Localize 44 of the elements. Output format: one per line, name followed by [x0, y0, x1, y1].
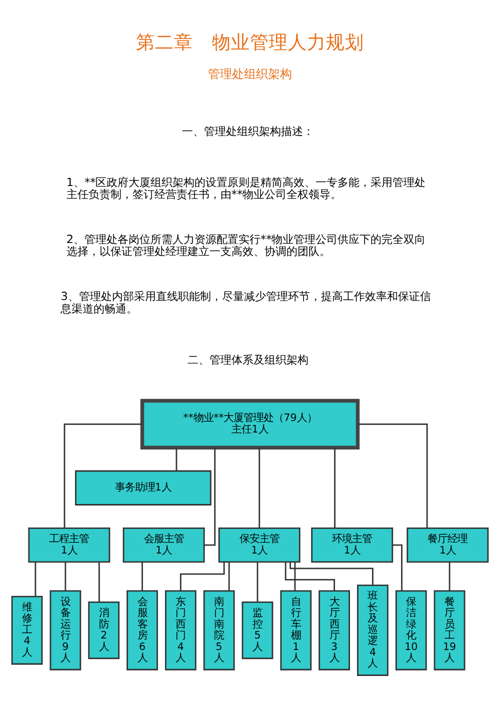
connector — [284, 562, 336, 591]
node-box: 班长及巡逻4人 — [357, 584, 388, 676]
node-box: 餐厅员工19人 — [434, 590, 466, 670]
node-box: 消防2人 — [88, 601, 120, 660]
label: 二、管理体系及组织架构 — [188, 353, 309, 366]
node-box: 设备运行9人 — [50, 590, 82, 670]
connector — [142, 562, 143, 591]
connector — [392, 544, 402, 591]
label: 管理处组织架构 — [208, 66, 292, 81]
label: 1、**区政府大厦组织架构的设置原则是精简高效、一专多能，采用管理处主任负责制，签订经营责任书，由**物业公司全权领导。 — [66, 176, 426, 202]
node-box: 维修工4人 — [11, 596, 43, 665]
node-box: 事务助理1人 — [75, 470, 212, 506]
connector — [176, 448, 178, 471]
node-box: 保安主管 1人 — [218, 527, 300, 563]
node-box: 东门西门4人 — [164, 590, 196, 670]
diagram-title: 第二章 物业管理人力规划 — [136, 32, 364, 54]
connector — [64, 562, 66, 591]
connector — [334, 448, 336, 528]
connector — [228, 562, 230, 591]
connector — [448, 562, 450, 591]
node-box: 餐厅经理 1人 — [406, 527, 489, 563]
connector — [204, 448, 216, 546]
node-box: 监控5人 — [242, 601, 274, 660]
node-box: 自行车棚1人 — [280, 590, 312, 670]
connector — [358, 423, 428, 528]
label: 2、管理处各岗位所需人力资源配置实行**物业管理公司供应下的完全双向选择，以保证管理处经理建立一支高效、协调的团队。 — [66, 232, 426, 258]
node-box: 会服客房6人 — [126, 590, 158, 670]
connector — [294, 562, 296, 591]
label: 3、管理处内部采用直线职能制，尽量减少管理环节，提高工作效率和保证信息渠道的畅通。 — [60, 290, 431, 316]
connector — [98, 562, 100, 602]
node-box: 环境主管 1人 — [311, 527, 394, 563]
node-box: 工程主管 1人 — [28, 527, 110, 563]
node-box: 大厅西厅3人 — [318, 590, 350, 670]
connector — [256, 562, 258, 602]
connector — [34, 562, 36, 596]
node-box: **物业**大厦管理处（79人） 主任1人 — [140, 398, 360, 450]
node-box: 保洁绿化10人 — [395, 590, 427, 670]
label: 一、管理处组织架构描述： — [182, 124, 314, 138]
connector — [258, 448, 260, 528]
connector — [64, 423, 142, 528]
node-box: 会服主管 1人 — [122, 527, 205, 563]
connector — [180, 562, 225, 591]
node-box: 南门南院5人 — [203, 590, 235, 670]
connector — [290, 562, 374, 586]
